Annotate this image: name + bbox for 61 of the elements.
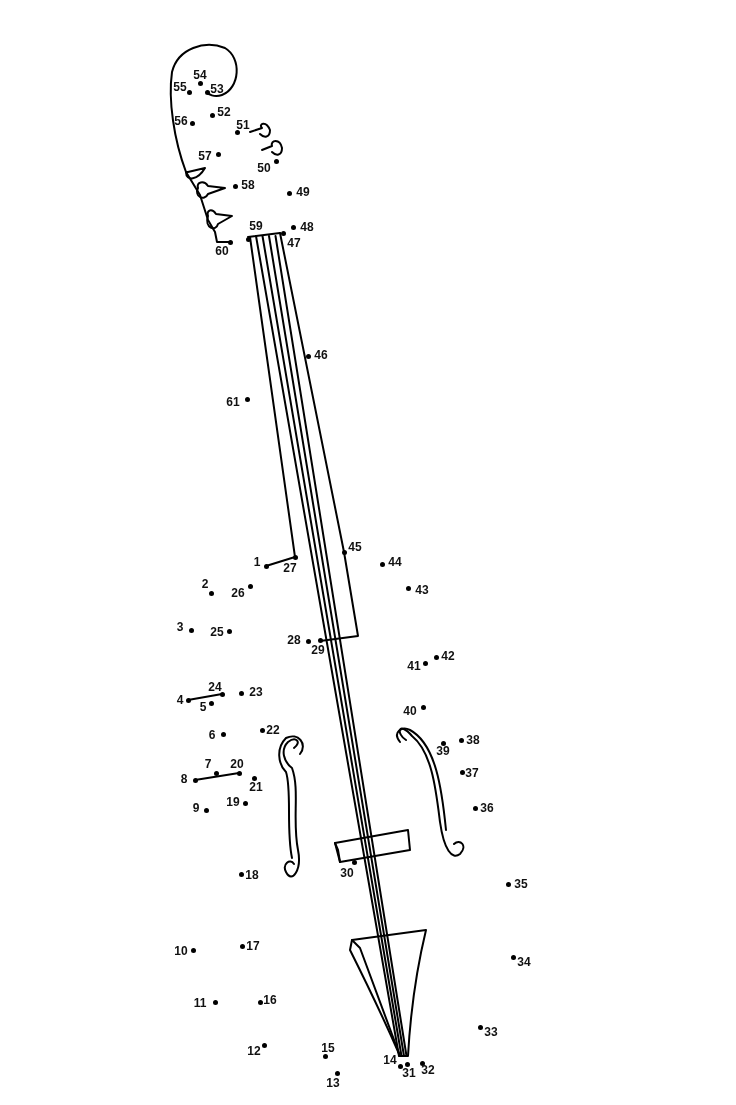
dot-number: 46 [314,349,328,361]
dot-number: 31 [402,1067,416,1079]
dot-number: 59 [249,220,263,232]
dot-number: 53 [210,83,224,95]
dot-number: 48 [300,221,314,233]
dot-number: 20 [230,758,244,770]
dot-number: 11 [193,997,207,1009]
dot-number: 60 [215,245,229,257]
dot-number: 30 [340,867,354,879]
dot-number: 16 [263,994,277,1006]
dot-number: 45 [348,541,362,553]
dot-number: 42 [441,650,455,662]
dot-number: 49 [296,186,310,198]
dot-number: 10 [174,945,188,957]
dot-number: 39 [436,745,450,757]
dot-number: 33 [484,1026,498,1038]
dot-number: 58 [241,179,255,191]
dot-number: 4 [176,694,184,706]
dot-number: 44 [388,556,402,568]
dot-number: 25 [210,626,224,638]
dot-number: 38 [466,734,480,746]
dot-number: 28 [287,634,301,646]
dot-number: 61 [226,396,240,408]
dot-number: 26 [231,587,245,599]
dot-number: 32 [421,1064,435,1076]
dot-number: 19 [226,796,240,808]
dot-number: 34 [517,956,531,968]
dot-number: 29 [311,644,325,656]
dot-number: 51 [236,119,250,131]
dot-number: 36 [480,802,494,814]
dot-number: 17 [246,940,260,952]
dot-number: 15 [321,1042,335,1054]
dot-number: 35 [514,878,528,890]
dot-number: 27 [283,562,297,574]
dot-number: 18 [245,869,259,881]
dot-number: 13 [326,1077,340,1089]
dot-number: 23 [249,686,263,698]
dot-number: 14 [383,1054,397,1066]
dot-number: 9 [192,802,200,814]
dot-number: 55 [173,81,187,93]
dot-number: 6 [208,729,216,741]
dot-number: 3 [176,621,184,633]
dot-number: 56 [174,115,188,127]
dot-number: 41 [407,660,421,672]
dot-number: 40 [403,705,417,717]
dot-number: 50 [257,162,271,174]
dot-number: 43 [415,584,429,596]
dot-number: 5 [199,701,207,713]
dot-number: 8 [180,773,188,785]
dot-number: 57 [198,150,212,162]
dot-number: 7 [204,758,212,770]
dot-number: 21 [249,781,263,793]
dot-number: 1 [253,556,261,568]
dot-number: 47 [287,237,301,249]
dot-number: 52 [217,106,231,118]
dot-number: 54 [193,69,207,81]
dot-number: 22 [266,724,280,736]
dot-number: 37 [465,767,479,779]
dot-number: 2 [201,578,209,590]
dot-number: 24 [208,681,222,693]
dot-number: 12 [247,1045,261,1057]
